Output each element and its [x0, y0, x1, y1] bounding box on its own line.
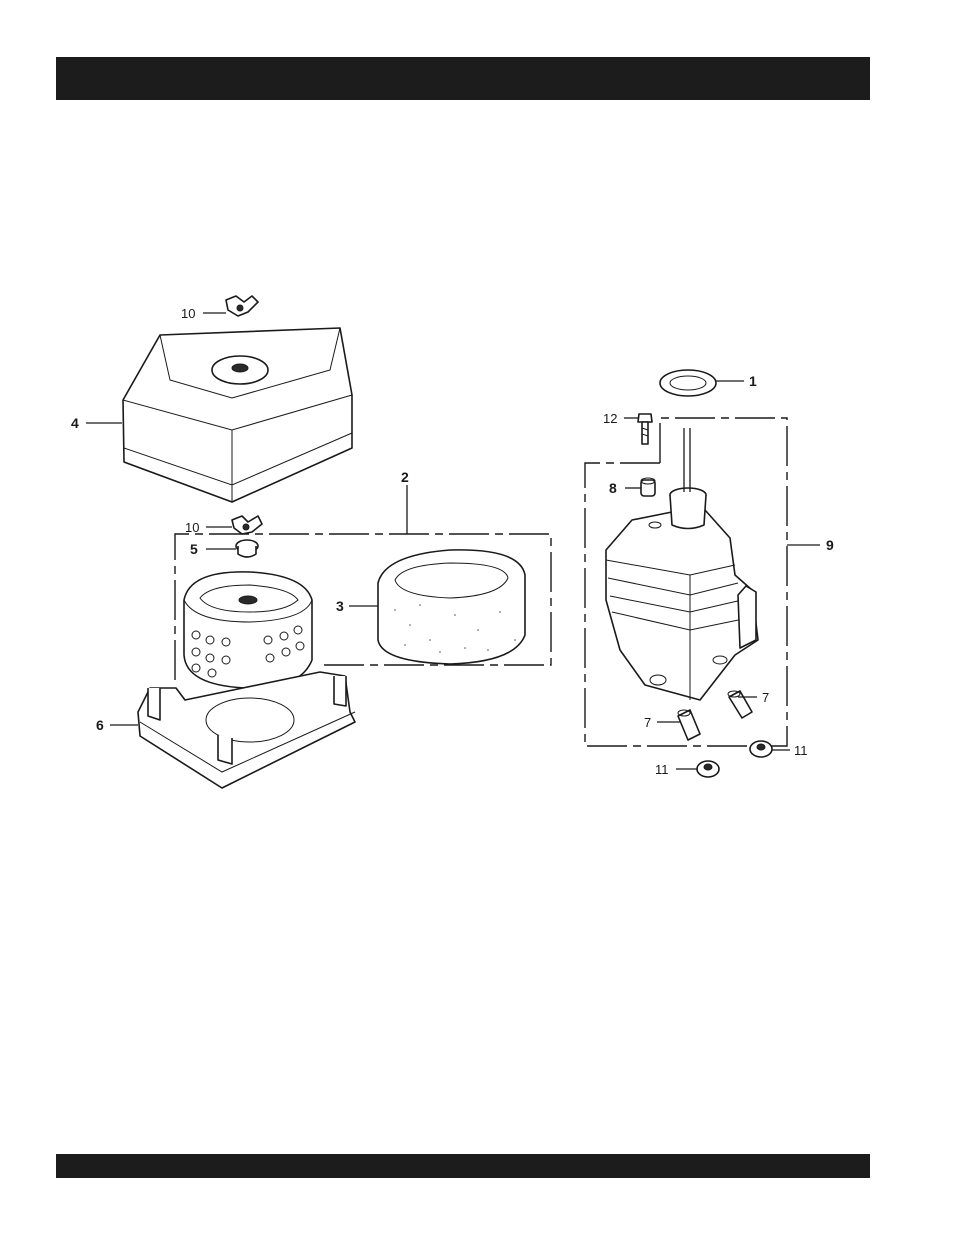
callout-9: 9: [826, 537, 834, 553]
gasket: [660, 370, 716, 396]
paper-element: [184, 572, 312, 688]
callout-6: 6: [96, 717, 104, 733]
callout-8: 8: [609, 480, 617, 496]
flange-nut-lower: [697, 761, 719, 777]
callout-12: 12: [603, 411, 617, 426]
sleeve-right: [728, 691, 752, 718]
callout-1: 1: [749, 373, 757, 389]
sleeve-left: [678, 710, 700, 740]
wing-nut-top: [226, 296, 258, 316]
callout-10-middle: 10: [185, 520, 199, 535]
air-cleaner-cover: [123, 328, 352, 502]
flange-nut-right: [750, 741, 772, 757]
callout-5: 5: [190, 541, 198, 557]
callout-10-top: 10: [181, 306, 195, 321]
collar: [641, 478, 655, 496]
callout-7-left: 7: [644, 715, 651, 730]
wing-nut-middle: [232, 516, 262, 534]
callout-3: 3: [336, 598, 344, 614]
callout-2: 2: [401, 469, 409, 485]
callout-4: 4: [71, 415, 79, 431]
bolt: [638, 414, 652, 444]
grommet: [236, 540, 258, 557]
callout-11-right: 11: [794, 743, 808, 758]
foam-element: [378, 550, 525, 664]
callout-7-right: 7: [762, 690, 769, 705]
air-cleaner-base: [138, 672, 355, 788]
callout-11-lower: 11: [655, 762, 669, 777]
air-cleaner-elbow: [606, 428, 758, 700]
